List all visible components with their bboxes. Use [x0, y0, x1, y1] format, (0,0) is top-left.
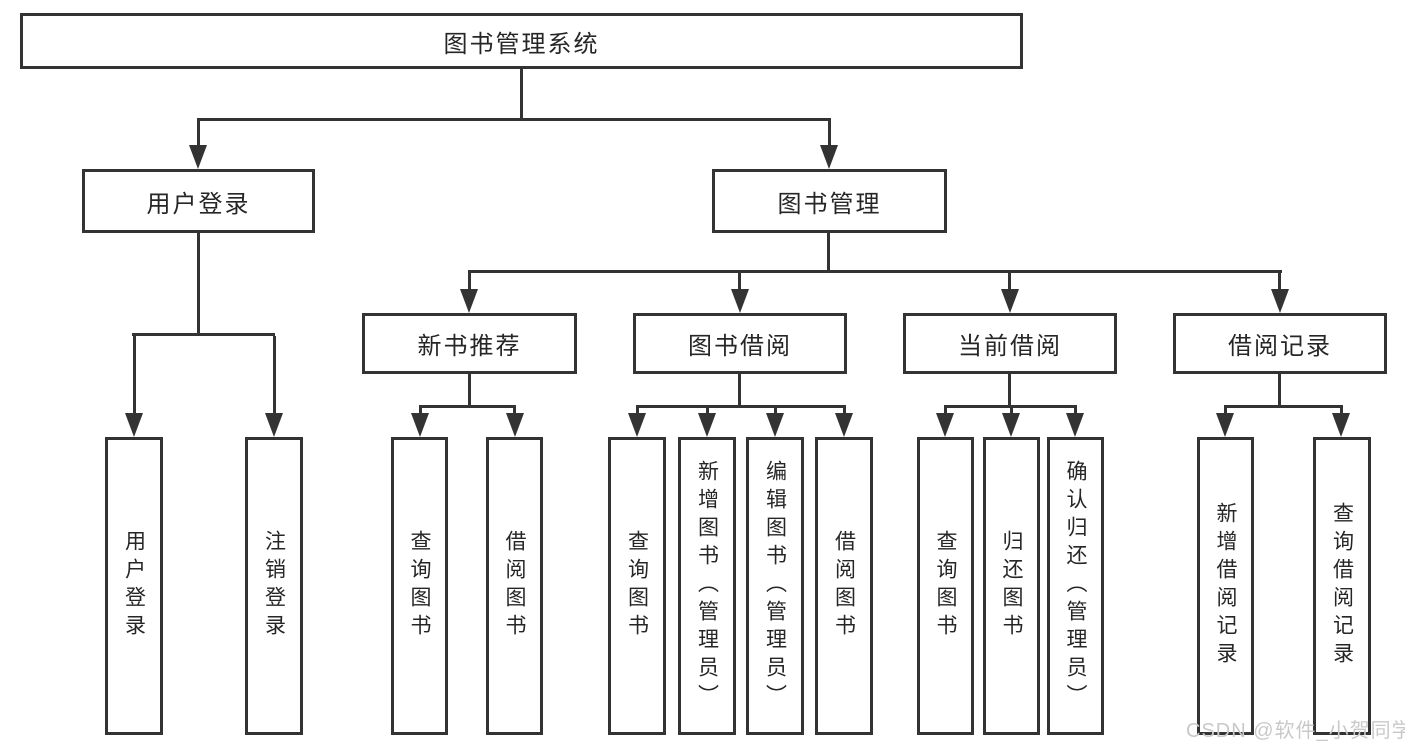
connector-newbook-horizontal: [419, 405, 516, 408]
leaf-logout-label: 注销登录: [262, 530, 286, 642]
leaf-current-query-books-label: 查询图书: [934, 530, 957, 642]
arrowhead-g3-borrow: [835, 413, 853, 437]
arrowhead-g3-edit: [766, 413, 784, 437]
leaf-borrowing-borrow-books-label: 借阅图书: [832, 530, 856, 642]
arrowhead-book-borrow: [731, 289, 749, 313]
leaf-recommend-borrow-books-label: 借阅图书: [503, 530, 526, 642]
node-book-borrowing-label: 图书借阅: [688, 333, 792, 360]
leaf-recommend-query-books-label: 查询图书: [408, 530, 431, 642]
connector-bookborrow-horizontal: [636, 405, 845, 408]
connector-stem-borrow-records: [1278, 273, 1281, 291]
leaf-borrowing-query-books: 查询图书: [608, 437, 666, 735]
connector-bookborrow-vertical: [738, 374, 741, 408]
arrowhead-borrow-records: [1271, 289, 1289, 313]
connector-stem-g3-add: [706, 405, 709, 417]
csdn-watermark: CSDN @软件_小贺同学: [1186, 720, 1405, 742]
node-root-system-label: 图书管理系统: [443, 30, 600, 58]
connector-userlogin-vertical: [197, 233, 200, 333]
leaf-borrowing-edit-books-admin: 编辑图书（管理员）: [746, 437, 804, 735]
connector-records-vertical: [1278, 374, 1281, 408]
connector-stem-g5-query: [1340, 405, 1343, 417]
connector-stem-leaf-login: [133, 336, 136, 416]
leaf-current-confirm-return-admin: 确认归还（管理员）: [1047, 437, 1104, 735]
connector-stem-g3-edit: [774, 405, 777, 417]
connector-records-horizontal: [1224, 405, 1343, 408]
connector-stem-g4-return: [1010, 405, 1013, 417]
connector-stem-g4-query: [944, 405, 947, 417]
leaf-current-return-books-label: 归还图书: [1000, 530, 1023, 642]
arrowhead-g4-query: [936, 413, 954, 437]
connector-stem-new-book: [468, 273, 471, 291]
arrowhead-g5-query: [1332, 413, 1350, 437]
connector-currentborrow-vertical: [1008, 374, 1011, 408]
connector-stem-leaf-logout: [273, 336, 276, 416]
node-borrowing-records: 借阅记录: [1173, 313, 1387, 374]
arrowhead-g4-return: [1002, 413, 1020, 437]
arrowhead-user-login: [189, 145, 207, 169]
node-book-borrowing: 图书借阅: [633, 313, 847, 374]
arrowhead-leaf-login: [125, 413, 143, 437]
connector-stem-book-borrow: [738, 273, 741, 291]
connector-stem-user-login: [197, 121, 200, 149]
arrowhead-leaf-logout: [265, 413, 283, 437]
connector-stem-current-borrow: [1008, 273, 1011, 291]
leaf-records-query-record: 查询借阅记录: [1313, 437, 1371, 735]
leaf-records-query-record-label: 查询借阅记录: [1330, 502, 1354, 670]
connector-stem-g3-query: [636, 405, 639, 417]
node-current-borrowing: 当前借阅: [903, 313, 1117, 374]
connector-stem-book-mgmt: [828, 121, 831, 149]
leaf-records-add-record-label: 新增借阅记录: [1214, 502, 1237, 670]
connector-bookmgmt-horizontal: [468, 270, 1282, 273]
arrowhead-g3-add: [698, 413, 716, 437]
leaf-current-query-books: 查询图书: [917, 437, 974, 735]
leaf-records-add-record: 新增借阅记录: [1197, 437, 1254, 735]
arrowhead-book-mgmt: [820, 145, 838, 169]
leaf-borrowing-edit-books-admin-label: 编辑图书（管理员）: [763, 460, 787, 712]
node-new-book-recommend: 新书推荐: [362, 313, 577, 374]
node-current-borrowing-label: 当前借阅: [958, 333, 1062, 360]
connector-root-vertical: [520, 69, 523, 118]
arrowhead-g5-add: [1216, 413, 1234, 437]
connector-root-horizontal: [197, 118, 831, 121]
node-root-system: 图书管理系统: [20, 13, 1023, 69]
arrowhead-current-borrow: [1001, 289, 1019, 313]
node-user-login-label: 用户登录: [146, 190, 251, 218]
leaf-user-login-label: 用户登录: [122, 530, 146, 642]
leaf-recommend-query-books: 查询图书: [391, 437, 448, 735]
connector-stem-g2-borrow: [513, 405, 516, 417]
leaf-user-login: 用户登录: [105, 437, 163, 735]
arrowhead-g2-query: [411, 413, 429, 437]
leaf-borrowing-add-books-admin: 新增图书（管理员）: [678, 437, 736, 735]
leaf-current-confirm-return-admin-label: 确认归还（管理员）: [1064, 460, 1087, 712]
node-new-book-recommend-label: 新书推荐: [417, 333, 522, 360]
leaf-borrowing-add-books-admin-label: 新增图书（管理员）: [695, 460, 719, 712]
node-borrowing-records-label: 借阅记录: [1228, 333, 1332, 360]
connector-stem-g2-query: [419, 405, 422, 417]
leaf-recommend-borrow-books: 借阅图书: [486, 437, 543, 735]
arrowhead-g3-query: [628, 413, 646, 437]
connector-stem-g4-confirm: [1074, 405, 1077, 417]
connector-stem-g3-borrow: [843, 405, 846, 417]
leaf-current-return-books: 归还图书: [983, 437, 1040, 735]
connector-userlogin-horizontal: [132, 333, 275, 336]
arrowhead-g2-borrow: [506, 413, 524, 437]
connector-newbook-vertical: [468, 374, 471, 408]
node-book-management: 图书管理: [712, 169, 947, 233]
node-user-login: 用户登录: [82, 169, 315, 233]
leaf-logout: 注销登录: [245, 437, 303, 735]
arrowhead-g4-confirm: [1066, 413, 1084, 437]
leaf-borrowing-query-books-label: 查询图书: [625, 530, 649, 642]
arrowhead-new-book: [460, 289, 478, 313]
leaf-borrowing-borrow-books: 借阅图书: [815, 437, 873, 735]
node-book-management-label: 图书管理: [777, 190, 882, 218]
connector-bookmgmt-vertical: [827, 233, 830, 273]
connector-stem-g5-add: [1224, 405, 1227, 417]
